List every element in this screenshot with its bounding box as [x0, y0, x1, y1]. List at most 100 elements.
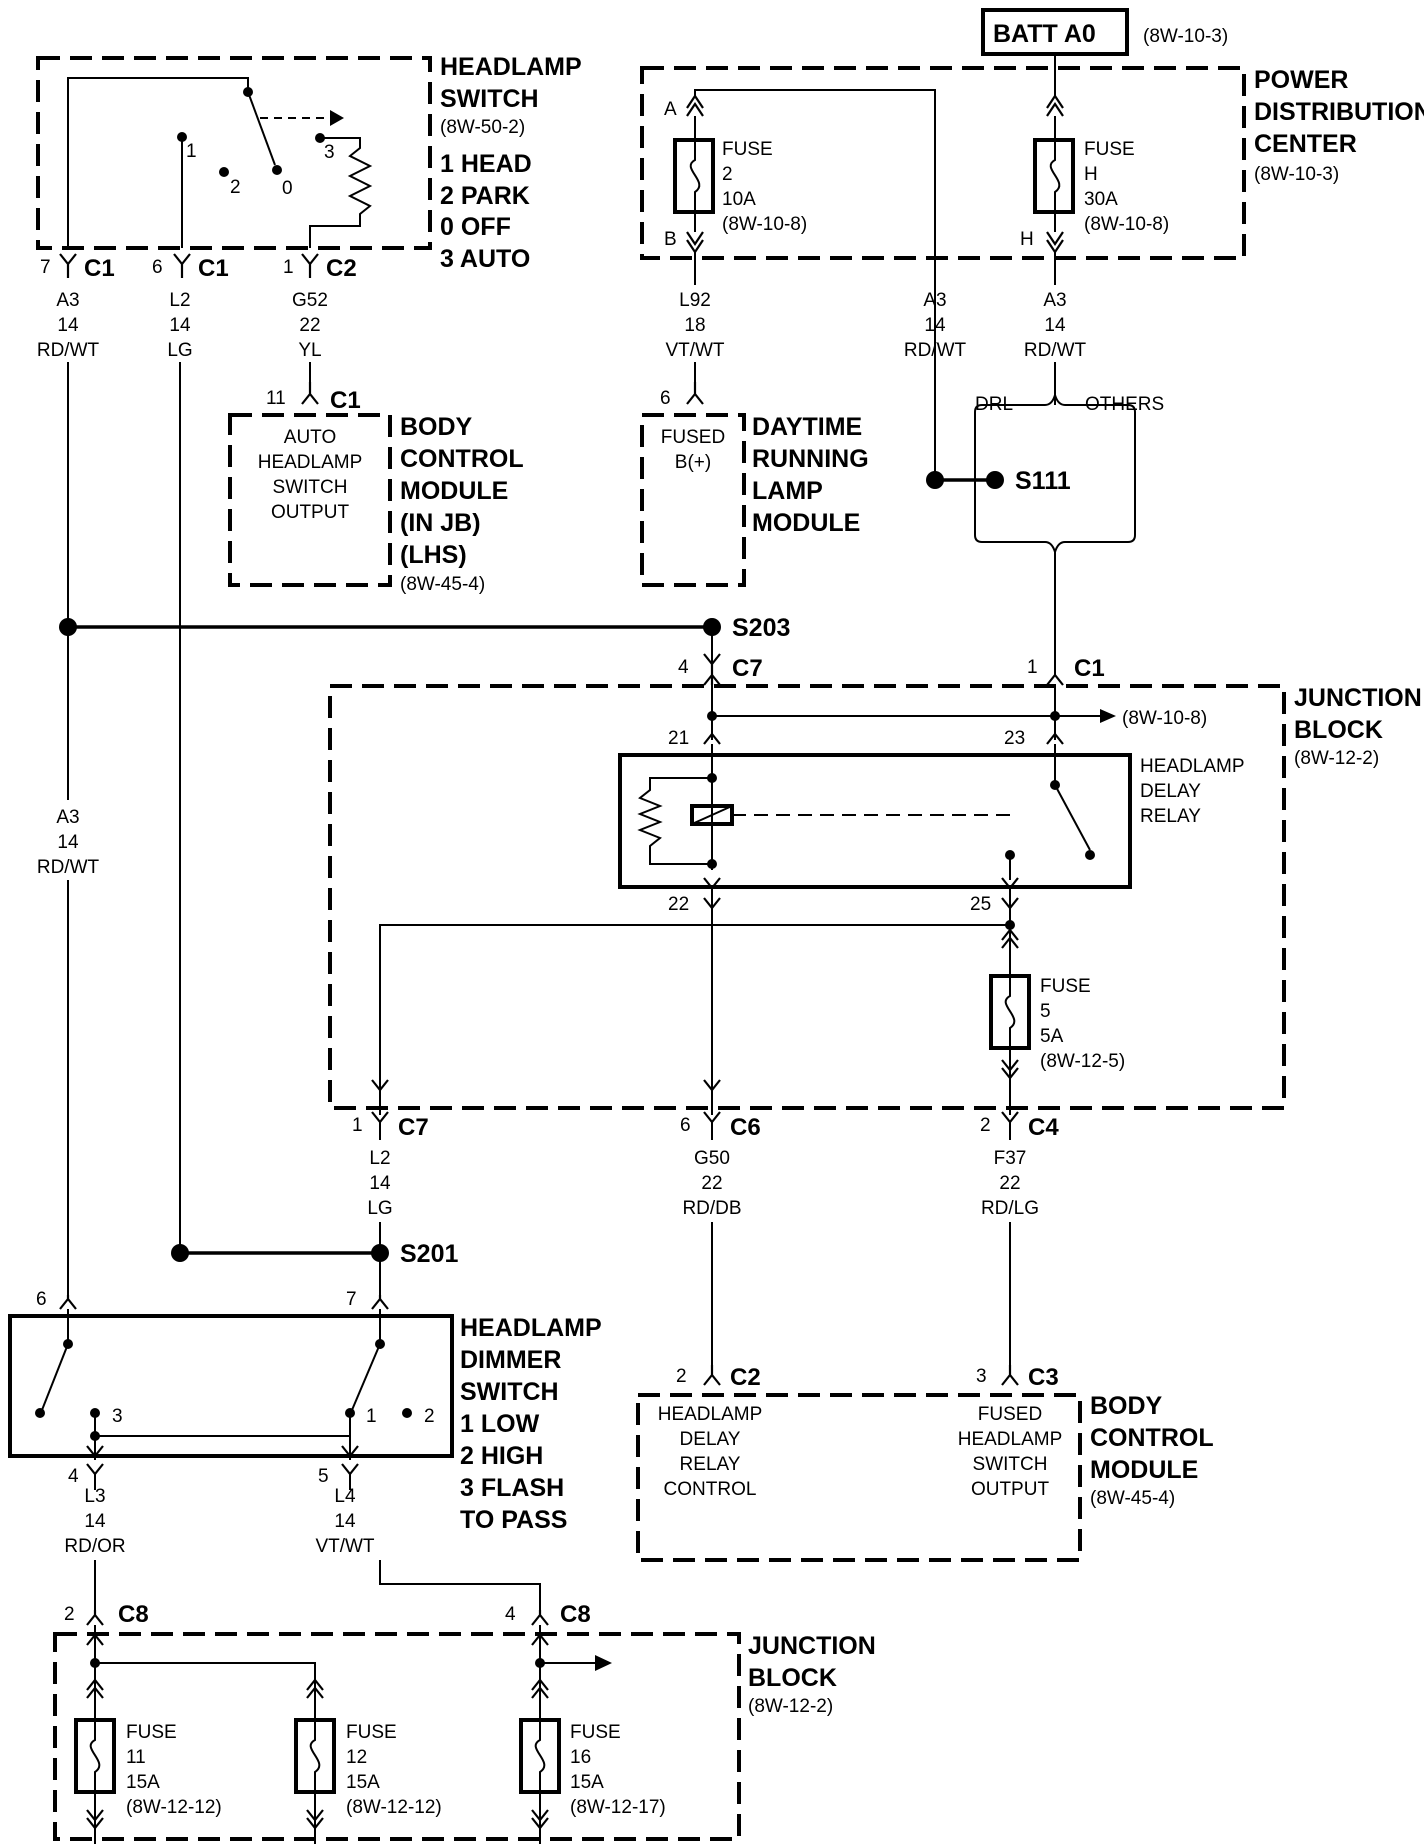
headlamp-switch-title-2: SWITCH [440, 85, 539, 113]
svg-text:DISTRIBUTION: DISTRIBUTION [1254, 98, 1424, 126]
jb-25-pin: 25 [970, 894, 991, 915]
wire-l4: L4 14 VT/WT [315, 1486, 374, 1557]
dim-4-pin: 4 [68, 1466, 79, 1487]
svg-text:15A: 15A [126, 1772, 160, 1793]
svg-text:22: 22 [701, 1173, 722, 1194]
headlamp-switch-ref: (8W-50-2) [440, 117, 525, 138]
wire-l3: L3 14 RD/OR [64, 1486, 125, 1557]
svg-text:F37: F37 [994, 1148, 1027, 1169]
svg-text:OUTPUT: OUTPUT [271, 502, 350, 523]
s201-label: S201 [400, 1240, 458, 1268]
hs-c2-1-name: C2 [326, 255, 357, 282]
battery-ref: (8W-10-3) [1143, 26, 1228, 47]
svg-text:L2: L2 [369, 1148, 390, 1169]
junction-block-bottom: 2 C8 4 C8 FUSE 11 15A (8W-12-12) FUSE 12 [53, 1601, 876, 1844]
jb-c4-2-pin: 2 [980, 1115, 991, 1136]
svg-text:DELAY: DELAY [1140, 781, 1201, 802]
dim-7-pin: 7 [346, 1289, 357, 1310]
svg-text:B(+): B(+) [675, 452, 711, 473]
svg-text:SWITCH: SWITCH [460, 1378, 559, 1406]
wire-g52: G52 22 YL [292, 290, 328, 361]
svg-text:FUSE: FUSE [346, 1722, 397, 1743]
svg-text:30A: 30A [1084, 189, 1118, 210]
svg-text:(8W-10-8): (8W-10-8) [1084, 214, 1169, 235]
svg-text:L92: L92 [679, 290, 711, 311]
svg-text:11: 11 [126, 1747, 146, 1768]
svg-text:LG: LG [167, 340, 192, 361]
svg-text:14: 14 [57, 315, 79, 336]
svg-text:(IN JB): (IN JB) [400, 509, 481, 537]
battery-source: BATT A0 (8W-10-3) [981, 8, 1228, 56]
wire-l92: L92 18 VT/WT [665, 290, 724, 361]
svg-text:(8W-10-8): (8W-10-8) [722, 214, 807, 235]
dim-pos-1: 1 [366, 1406, 377, 1427]
svg-text:TO PASS: TO PASS [460, 1506, 567, 1534]
svg-text:12: 12 [346, 1747, 367, 1768]
jb-c4-2-name: C4 [1028, 1114, 1059, 1141]
svg-text:RD/WT: RD/WT [1024, 340, 1087, 361]
drl-title: DAYTIME [752, 413, 862, 441]
svg-text:CONTROL: CONTROL [664, 1479, 757, 1500]
svg-text:15A: 15A [346, 1772, 380, 1793]
svg-text:L4: L4 [334, 1486, 356, 1507]
svg-text:MODULE: MODULE [752, 509, 860, 537]
jb-c1-1-name: C1 [1074, 655, 1105, 682]
jb2-c8-2-name: C8 [118, 1601, 149, 1628]
svg-text:L2: L2 [169, 290, 190, 311]
svg-text:MODULE: MODULE [400, 477, 508, 505]
pdc-title: POWER [1254, 66, 1348, 94]
svg-text:FUSE: FUSE [570, 1722, 621, 1743]
bcm-bottom: 2 C2 3 C3 HEADLAMP DELAY RELAY CONTROL F… [636, 1364, 1214, 1562]
svg-text:RD/DB: RD/DB [682, 1198, 741, 1219]
svg-text:MODULE: MODULE [1090, 1456, 1198, 1484]
svg-text:(8W-12-5): (8W-12-5) [1040, 1051, 1125, 1072]
splice-s111: DRL OTHERS S111 [926, 391, 1164, 675]
headlamp-switch: 1 2 0 3 HEADLAMP SWITCH (8W-50-2) 1 HEAD… [36, 53, 582, 273]
svg-text:RD/WT: RD/WT [37, 857, 100, 878]
jb-output-connectors: 1 C7 6 C6 2 C4 [352, 1111, 1059, 1141]
wire-a3-mid: A3 14 RD/WT [904, 290, 967, 361]
svg-text:FUSED: FUSED [978, 1404, 1042, 1425]
bcm-c2-2-name: C2 [730, 1364, 761, 1391]
svg-text:SWITCH: SWITCH [273, 477, 348, 498]
dim-pos-2: 2 [424, 1406, 435, 1427]
svg-text:VT/WT: VT/WT [665, 340, 724, 361]
wire-a3-left-top: A3 14 RD/WT [37, 290, 100, 361]
svg-text:14: 14 [169, 315, 191, 336]
svg-text:22: 22 [299, 315, 320, 336]
jb-c6-6-name: C6 [730, 1114, 761, 1141]
svg-text:14: 14 [1044, 315, 1066, 336]
jb2-c8-2-pin: 2 [64, 1604, 75, 1625]
svg-text:RELAY: RELAY [680, 1454, 741, 1475]
s111-label: S111 [1015, 467, 1071, 495]
svg-text:H: H [1084, 164, 1098, 185]
svg-text:2: 2 [722, 164, 733, 185]
jb-bottom-title: JUNCTION [748, 1632, 876, 1660]
hs-pos-0: 0 [282, 178, 293, 199]
bcm-bottom-title: BODY [1090, 1392, 1163, 1420]
svg-text:YL: YL [298, 340, 321, 361]
svg-text:DIMMER: DIMMER [460, 1346, 561, 1374]
daytime-running-lamp-module: 6 FUSED B(+) DAYTIME RUNNING LAMP MODULE [640, 382, 869, 587]
splice-s201: S201 [171, 1240, 458, 1268]
jb2-c8-4-pin: 4 [505, 1604, 516, 1625]
bcm-top-title: BODY [400, 413, 473, 441]
jb-main-title: JUNCTION [1294, 684, 1422, 712]
svg-text:CENTER: CENTER [1254, 130, 1357, 158]
svg-text:A: A [664, 99, 677, 120]
svg-text:LAMP: LAMP [752, 477, 823, 505]
svg-text:BLOCK: BLOCK [1294, 716, 1383, 744]
svg-text:FUSED: FUSED [661, 427, 725, 448]
jb-23-pin: 23 [1004, 728, 1025, 749]
power-distribution-center: A B FUSE 2 10A (8W-10-8) H FUSE H 30A (8… [640, 54, 1424, 362]
relay-label: HEADLAMP [1140, 756, 1245, 777]
svg-text:FUSE: FUSE [1040, 976, 1091, 997]
svg-text:(LHS): (LHS) [400, 541, 467, 569]
svg-text:HEADLAMP: HEADLAMP [258, 452, 363, 473]
jb-bottom-ref: (8W-12-2) [748, 1696, 833, 1717]
hs-c1-6-name: C1 [198, 255, 229, 282]
jb-c1-1-pin: 1 [1027, 657, 1038, 678]
svg-text:1 LOW: 1 LOW [460, 1410, 540, 1438]
svg-text:RD/WT: RD/WT [37, 340, 100, 361]
wire-a3-right: A3 14 RD/WT [1024, 290, 1087, 361]
